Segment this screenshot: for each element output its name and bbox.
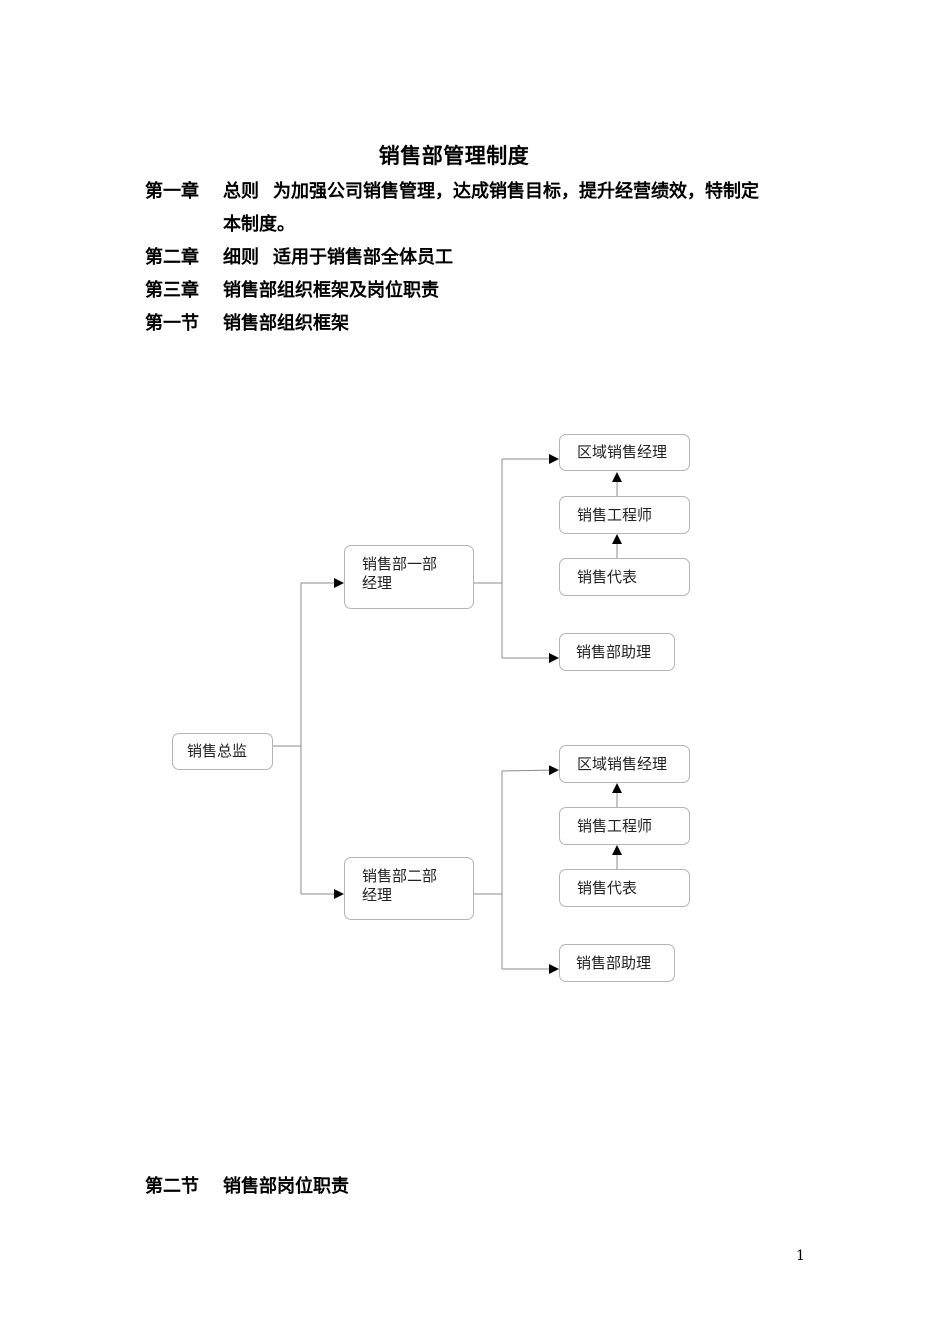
org-node-sales-director: 销售总监 [172, 733, 273, 770]
chapter-1-continuation: 本制度。 [223, 214, 295, 235]
section-2-line: 第二节 销售部岗位职责 [145, 1175, 349, 1199]
chapter-3-label: 第三章 [145, 280, 199, 301]
chapter-2-label: 第二章 [145, 247, 199, 268]
org-node-dept2-assistant: 销售部助理 [559, 944, 675, 982]
org-node-dept2-representative: 销售代表 [559, 869, 690, 907]
org-node-label: 销售总监 [187, 742, 248, 760]
section-2-text: 销售部岗位职责 [223, 1176, 349, 1197]
org-node-label: 销售部助理 [576, 953, 652, 972]
chapter-3-text: 销售部组织框架及岗位职责 [223, 280, 439, 301]
org-node-label: 区域销售经理 [577, 754, 668, 773]
org-node-label: 销售部助理 [576, 642, 652, 661]
connector-dept2-regional [501, 765, 559, 776]
chapter-3-line: 第三章 销售部组织框架及岗位职责 [145, 279, 439, 303]
page-number: 1 [796, 1248, 805, 1264]
section-2-label: 第二节 [145, 1176, 199, 1197]
org-node-label: 区域销售经理 [577, 443, 668, 461]
org-node-dept1-engineer: 销售工程师 [559, 496, 690, 534]
chapter-1-label: 第一章 [145, 181, 199, 202]
org-node-label: 销售部一部经理 [362, 555, 438, 592]
org-node-label: 销售工程师 [577, 816, 653, 835]
org-node-dept1-regional-manager: 区域销售经理 [559, 434, 690, 471]
chapter-2-text: 适用于销售部全体员工 [273, 247, 453, 268]
section-1-line: 第一节 销售部组织框架 [145, 312, 349, 336]
org-node-dept2-manager: 销售部二部经理 [344, 857, 474, 920]
org-node-dept1-assistant: 销售部助理 [559, 633, 675, 671]
org-node-label: 销售部二部经理 [362, 867, 438, 904]
org-node-dept1-representative: 销售代表 [559, 558, 690, 596]
section-1-label: 第一节 [145, 313, 199, 334]
section-1-text: 销售部组织框架 [223, 313, 349, 334]
org-node-dept2-regional-manager: 区域销售经理 [559, 745, 690, 783]
document-title: 销售部管理制度 [378, 144, 530, 168]
chapter-2-subtitle: 细则 [223, 247, 259, 268]
org-node-label: 销售代表 [577, 878, 638, 897]
chapter-1-text: 为加强公司销售管理，达成销售目标，提升经营绩效，特制定 [273, 181, 759, 202]
chapter-1-line: 第一章 总则为加强公司销售管理，达成销售目标，提升经营绩效，特制定 [145, 180, 759, 204]
org-node-dept2-engineer: 销售工程师 [559, 807, 690, 845]
org-node-label: 销售代表 [577, 567, 638, 586]
chapter-1-subtitle: 总则 [223, 181, 259, 202]
org-node-label: 销售工程师 [577, 505, 653, 524]
chapter-2-line: 第二章 细则适用于销售部全体员工 [145, 246, 453, 270]
org-node-dept1-manager: 销售部一部经理 [344, 545, 474, 609]
